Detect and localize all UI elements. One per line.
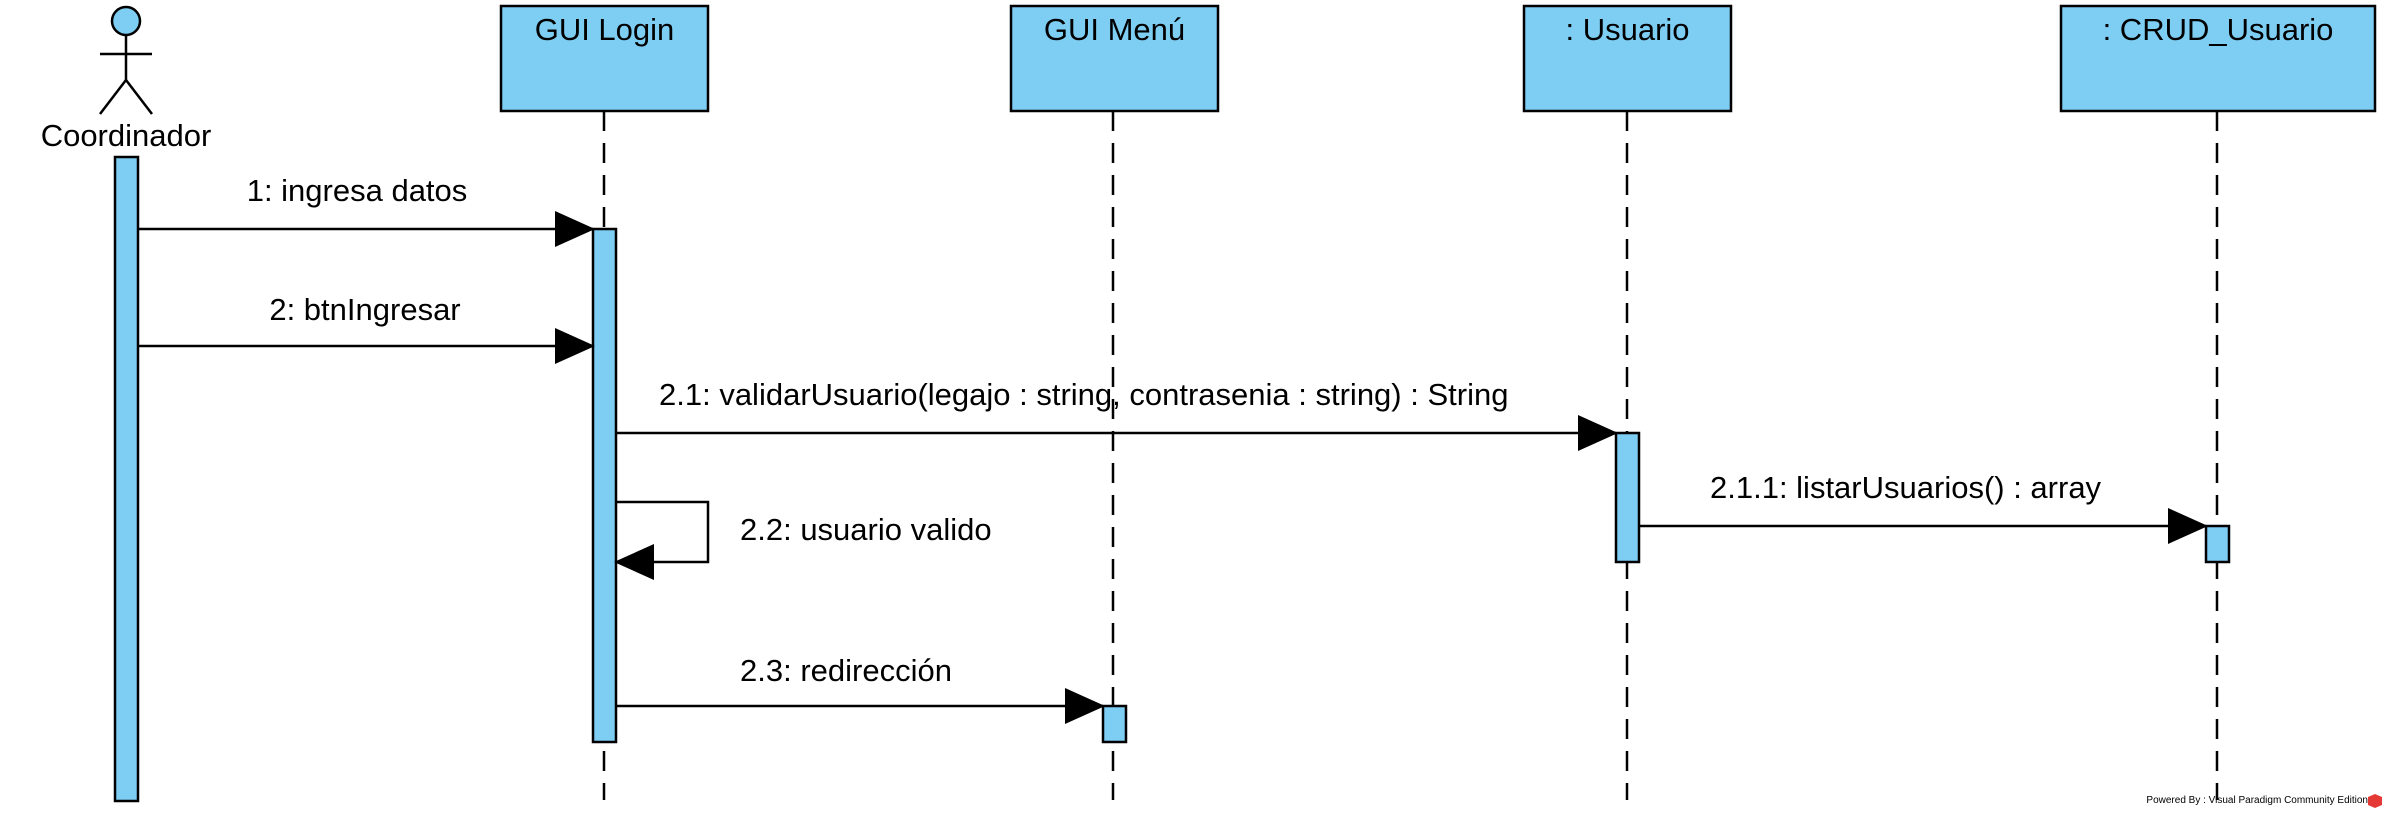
actor-leg-left (99, 79, 127, 115)
message-label: 2: btnIngresar (269, 292, 460, 327)
lifeline-name: GUI Login (535, 12, 675, 47)
message-2: 2: btnIngresar (138, 292, 595, 364)
activation-bar-coordinador (113, 155, 140, 803)
message-label: 2.1.1: listarUsuarios() : array (1710, 470, 2102, 505)
message-2-2-self: 2.2: usuario valido (614, 500, 992, 580)
watermark: Powered By : Visual Paradigm Community E… (2146, 795, 2368, 806)
activation-bar-crud-usuario (2204, 524, 2231, 564)
message-1: 1: ingresa datos (138, 173, 595, 247)
message-label: 2.2: usuario valido (740, 512, 992, 547)
lifeline-head-box (1009, 4, 1220, 113)
lifeline-crud-usuario: : CRUD_Usuario (2059, 4, 2377, 800)
actor-leg-right (125, 79, 153, 115)
activation-bar-usuario (1614, 431, 1641, 564)
message-2-1: 2.1: validarUsuario(legajo : string, con… (616, 377, 1618, 451)
lifeline-gui-menu: GUI Menú (1009, 4, 1220, 800)
lifeline-head-box (499, 4, 710, 113)
actor-coordinador: Coordinador (41, 5, 212, 153)
actor-head (110, 5, 142, 37)
message-arrow (614, 500, 710, 580)
message-label: 1: ingresa datos (247, 173, 468, 208)
lifeline-name: : CRUD_Usuario (2103, 12, 2334, 47)
lifeline-usuario: : Usuario (1522, 4, 1733, 800)
activation-bar-gui-menu (1101, 704, 1128, 744)
message-2-1-1: 2.1.1: listarUsuarios() : array (1639, 470, 2208, 544)
lifeline-name: GUI Menú (1044, 12, 1185, 47)
lifeline-gui-login: GUI Login (499, 4, 710, 800)
lifeline-name: : Usuario (1565, 12, 1689, 47)
message-label: 2.1: validarUsuario(legajo : string, con… (659, 377, 1508, 412)
message-2-3: 2.3: redirección (616, 653, 1105, 724)
actor-name: Coordinador (41, 118, 212, 153)
message-label: 2.3: redirección (740, 653, 952, 688)
activation-bar-gui-login (591, 227, 618, 744)
visual-paradigm-logo-icon (2368, 794, 2382, 808)
